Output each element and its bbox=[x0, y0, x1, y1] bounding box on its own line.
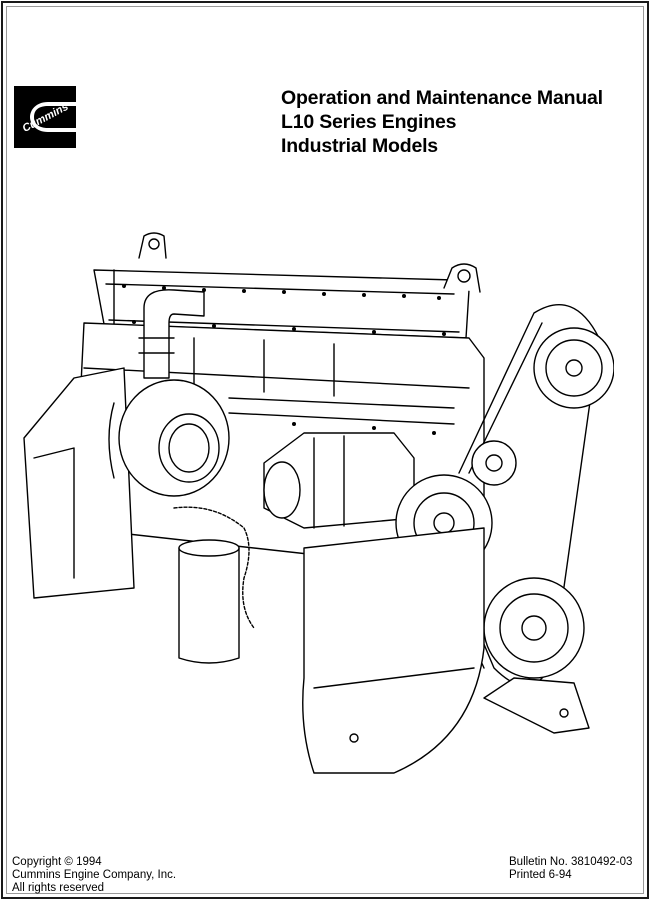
title-line-2: L10 Series Engines bbox=[281, 111, 457, 133]
title-line-3: Industrial Models bbox=[281, 135, 438, 157]
engine-illustration-icon bbox=[14, 228, 614, 788]
bulletin-number: Bulletin No. 3810492-03 bbox=[509, 856, 633, 868]
title-line-1: Operation and Maintenance Manual bbox=[281, 87, 603, 109]
copyright-line-3: All rights reserved bbox=[12, 882, 105, 894]
document-title: Operation and Maintenance Manual L10 Ser… bbox=[281, 86, 645, 158]
bulletin-info: Bulletin No. 3810492-03 Printed 6-94 bbox=[509, 856, 632, 882]
cummins-logo-icon: Cummins bbox=[14, 86, 76, 148]
copyright-notice: Copyright © 1994 Cummins Engine Company,… bbox=[12, 856, 176, 895]
printed-date: Printed 6-94 bbox=[509, 869, 572, 881]
copyright-line-2: Cummins Engine Company, Inc. bbox=[12, 869, 177, 881]
copyright-line-1: Copyright © 1994 bbox=[12, 856, 102, 868]
page-border-inner bbox=[6, 6, 644, 894]
